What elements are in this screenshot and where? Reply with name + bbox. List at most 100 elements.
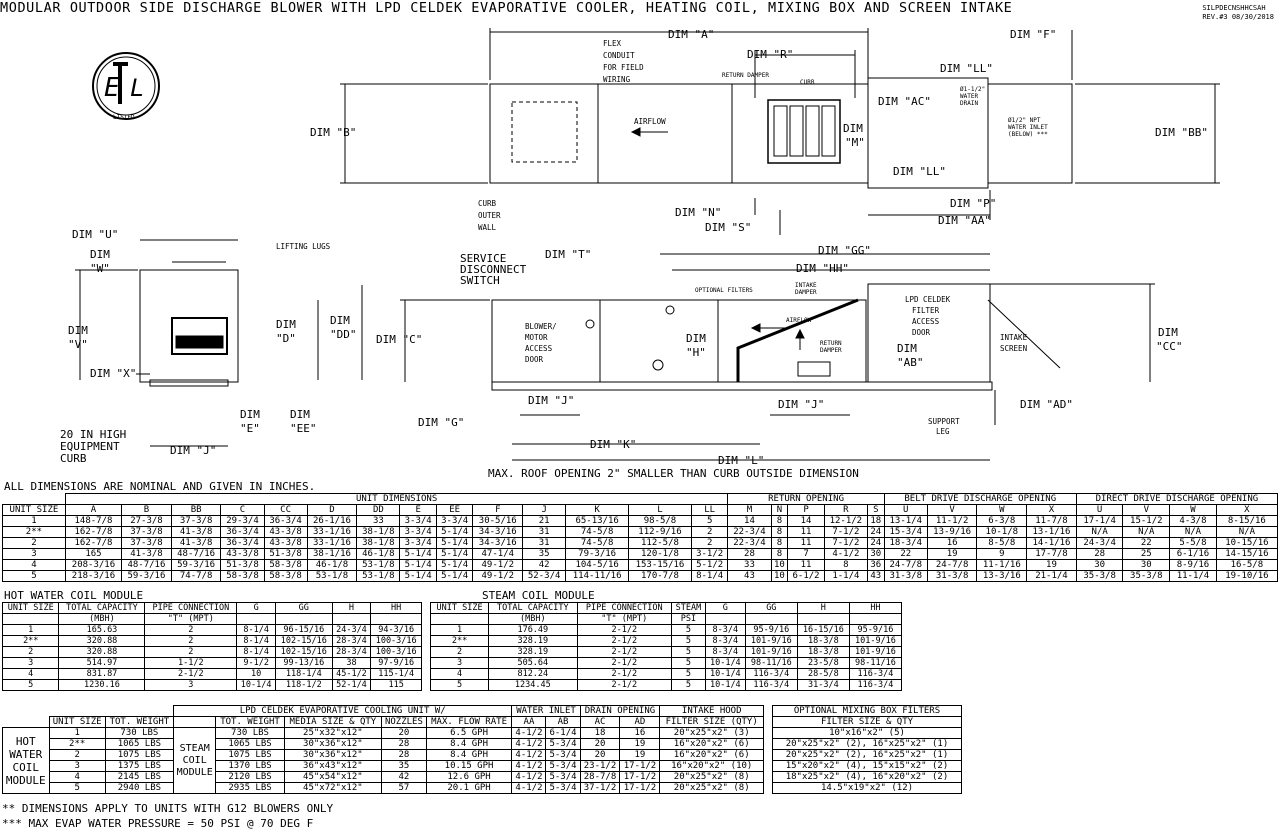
main-cell: 33	[356, 515, 401, 527]
evap-cell: 1075 LBS	[104, 749, 174, 761]
main-col-7: DD	[356, 504, 401, 516]
dim-ee: DIM	[290, 408, 310, 421]
evap-cell: 30"x36"x12"	[283, 749, 383, 761]
main-col-11: J	[522, 504, 567, 516]
main-cell: 3-3/4	[435, 515, 474, 527]
evap-cell: 1075 LBS	[215, 749, 285, 761]
hw-cell: 115	[370, 679, 422, 691]
dim-m-value: "M"	[845, 136, 865, 149]
evap-col-0: UNIT SIZE	[48, 716, 106, 728]
st-cell: 2-1/2	[576, 646, 673, 658]
main-cell: 9	[976, 548, 1028, 560]
main-cell: 15-1/2	[1122, 515, 1171, 527]
main-cell: 74-5/8	[565, 526, 630, 538]
st-cell: 5	[671, 679, 706, 691]
blower-door-3: ACCESS	[525, 344, 553, 353]
main-cell: 3-1/2	[690, 548, 729, 560]
main-cell: 8	[770, 548, 789, 560]
hw-col-6: HH	[370, 602, 422, 614]
st-cell: 5	[671, 657, 706, 669]
main-cell: 22	[883, 548, 928, 560]
main-cell: 6-1/2	[787, 570, 825, 582]
svg-text:WATER INLET: WATER INLET	[1008, 124, 1048, 131]
evap-cell: 23-1/2	[579, 760, 621, 772]
main-cell: 53-1/8	[356, 559, 401, 571]
main-cell: 41-3/8	[170, 526, 222, 538]
curb-note-2: EQUIPMENT	[60, 440, 120, 453]
steam-module-label-line: MODULE	[176, 766, 213, 778]
main-cell: 162-7/8	[64, 537, 123, 549]
svg-text:WATER: WATER	[960, 93, 978, 100]
evap-cell: 19	[619, 738, 661, 750]
evap-cell: 8.4 GPH	[425, 738, 513, 750]
evap-cell: 20.1 GPH	[425, 782, 513, 794]
evap-table: LPD CELDEK EVAPORATIVE COOLING UNIT W/ W…	[2, 705, 764, 794]
st-col-2: PIPE CONNECTION	[576, 602, 673, 614]
main-cell: 1-1/4	[823, 570, 868, 582]
main-cell: 59-3/16	[170, 559, 222, 571]
main-cell: 41-3/8	[170, 537, 222, 549]
hw-module-label-line: WATER	[9, 747, 43, 761]
main-cell: 31	[522, 526, 567, 538]
airflow-top: AIRFLOW	[634, 117, 666, 126]
etl-logo: E L LISTED	[92, 52, 160, 121]
main-cell: 38-1/8	[356, 537, 401, 549]
dim-m: DIM	[843, 122, 863, 135]
evap-cell: 4-1/2	[511, 760, 547, 772]
main-cell: 11-1/16	[976, 559, 1028, 571]
main-cell: 52-3/4	[522, 570, 567, 582]
st-col-6: H	[796, 602, 850, 614]
main-cell: 5-1/4	[435, 526, 474, 538]
svg-text:FLEX: FLEX	[603, 39, 622, 48]
curb-note-1: 20 IN HIGH	[60, 428, 126, 441]
hw-cell: 2**	[1, 635, 60, 647]
st-sub-1: (MBH)	[488, 613, 578, 625]
table-row: 15"x20"x2" (4), 15"x15"x2" (2)	[772, 760, 962, 772]
service-switch-1: SERVICE	[460, 252, 506, 265]
st-cell: 95-9/16	[744, 624, 798, 636]
main-col-5: CC	[263, 504, 308, 516]
main-cell: 8-5/8	[976, 537, 1028, 549]
main-cell: 33	[727, 559, 772, 571]
main-cell: 41-3/8	[121, 548, 172, 560]
main-cell: 28	[727, 548, 772, 560]
main-cell: 5	[690, 515, 729, 527]
evap-cell: 2145 LBS	[104, 771, 174, 783]
hw-cell: 99-13/16	[275, 657, 333, 669]
st-sub-3: PSI	[671, 613, 706, 625]
main-cell: 31-3/8	[883, 570, 928, 582]
main-col-15: M	[727, 504, 772, 516]
table-row: 18"x25"x2" (4), 16"x20"x2" (2)	[772, 771, 962, 783]
st-cell: 10-1/4	[704, 668, 746, 680]
main-cell: 153-15/16	[628, 559, 692, 571]
evap-cell: 37-1/2	[579, 782, 621, 794]
dim-v-value: "V"	[68, 338, 88, 351]
main-cell: 43-3/8	[263, 537, 308, 549]
main-cell: 11-1/4	[1169, 570, 1217, 582]
main-col-2: B	[121, 504, 172, 516]
main-cell: 7	[787, 548, 825, 560]
svg-text:OUTER: OUTER	[478, 211, 501, 220]
dim-x: DIM "X"	[90, 367, 136, 380]
water-drain-label: Ø1-1/2" WATER DRAIN	[960, 86, 985, 107]
hw-cell: 8-1/4	[236, 624, 277, 636]
revision-block: SILPDECNSHHCSAH REV.#3 08/30/2018	[1202, 4, 1274, 22]
main-cell: 24-7/8	[883, 559, 928, 571]
hw-sub-6	[370, 613, 422, 625]
st-cell: 505.64	[488, 657, 578, 669]
evap-cell: 17-1/2	[619, 771, 661, 783]
main-cell: 14	[787, 515, 825, 527]
st-cell: 23-5/8	[796, 657, 850, 669]
svg-text:L: L	[130, 74, 144, 102]
dimensions-table: UNIT DIMENSIONS RETURN OPENING BELT DRIV…	[2, 493, 1279, 582]
main-cell: 51-3/8	[263, 548, 308, 560]
st-cell: 10-1/4	[704, 657, 746, 669]
